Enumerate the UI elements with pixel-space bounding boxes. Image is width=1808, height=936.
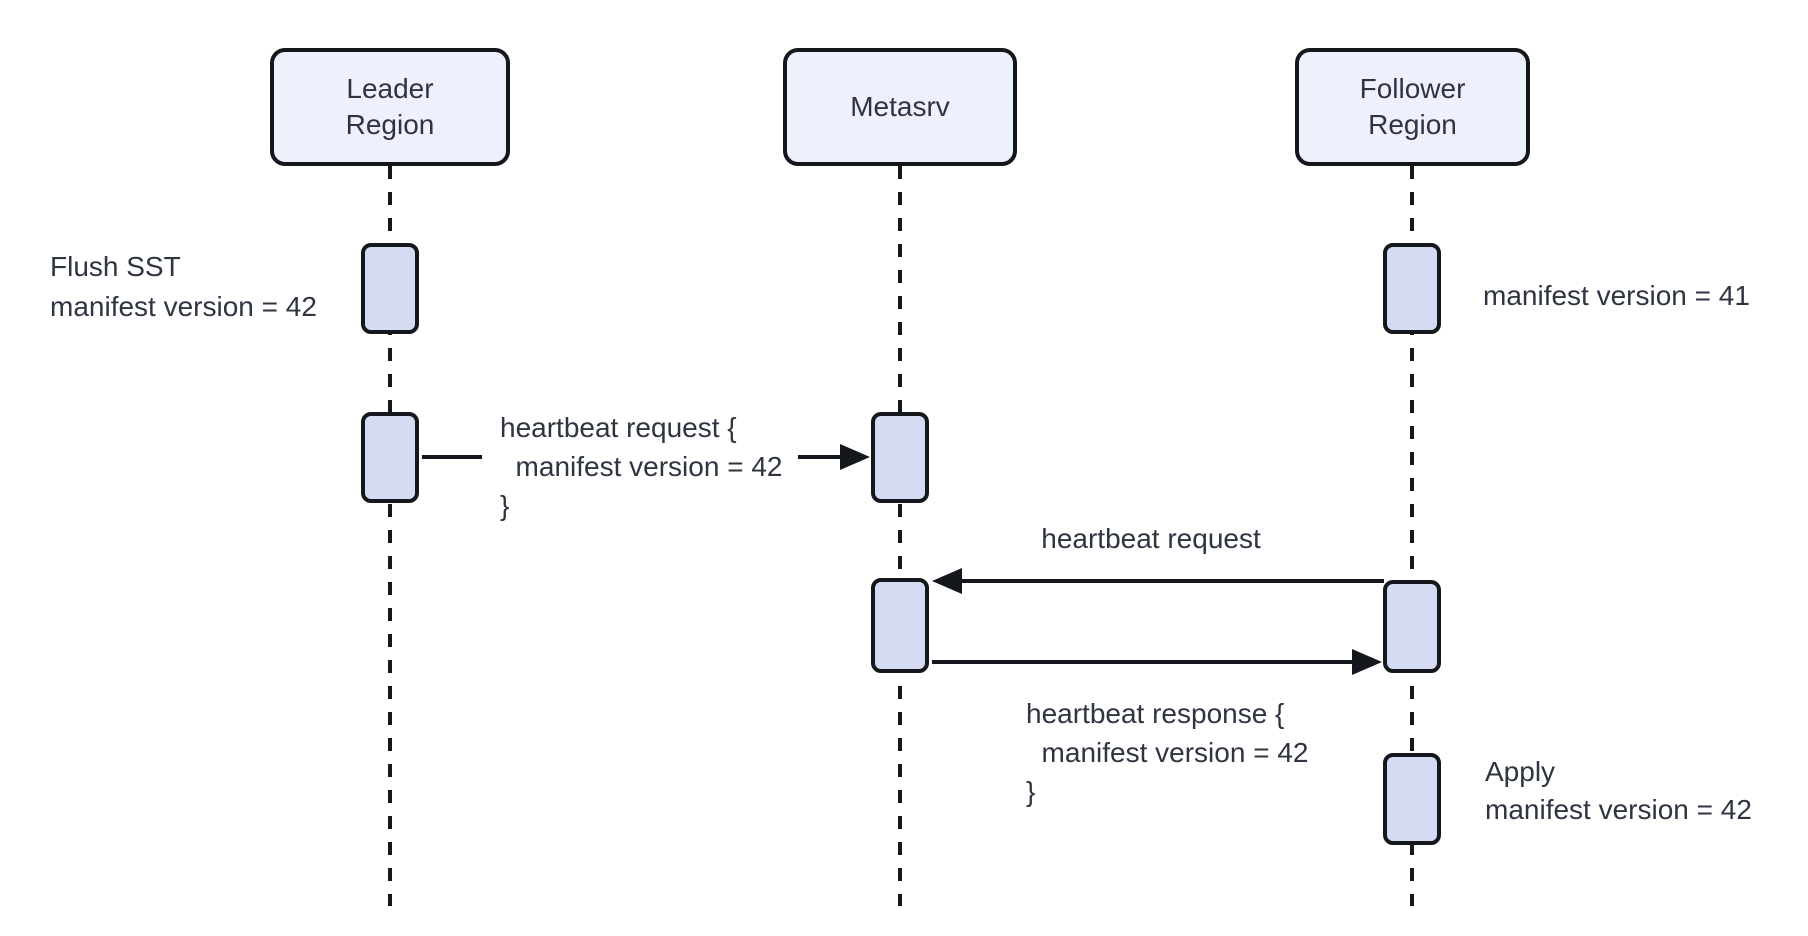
message2-label: heartbeat request bbox=[1041, 523, 1261, 554]
message2-line bbox=[958, 579, 1384, 583]
participant-box-follower-region: Follower Region bbox=[1295, 48, 1530, 166]
message3-line bbox=[932, 660, 1354, 664]
activation-metasrv-heartbeat-leader bbox=[871, 412, 929, 503]
activation-follower-apply bbox=[1383, 753, 1441, 845]
note-flush-sst: Flush SST manifest version = 42 bbox=[50, 251, 317, 322]
lifeline-leader-region bbox=[388, 166, 392, 906]
participant-box-metasrv: Metasrv bbox=[783, 48, 1017, 166]
note-manifest-version-41: manifest version = 41 bbox=[1483, 280, 1750, 311]
message2-arrowhead-icon bbox=[932, 568, 962, 594]
activation-metasrv-heartbeat-follower bbox=[871, 578, 929, 673]
activation-leader-heartbeat bbox=[361, 412, 419, 503]
message1-label: heartbeat request { manifest version = 4… bbox=[500, 412, 783, 521]
message1-line-end bbox=[798, 455, 842, 459]
message1-line-start bbox=[422, 455, 482, 459]
participant-box-leader-region: Leader Region bbox=[270, 48, 510, 166]
activation-follower-version41 bbox=[1383, 243, 1441, 334]
message1-arrowhead-icon bbox=[840, 444, 870, 470]
activation-leader-flush bbox=[361, 243, 419, 334]
message3-arrowhead-icon bbox=[1352, 649, 1382, 675]
note-apply-manifest-42: Apply manifest version = 42 bbox=[1485, 756, 1752, 825]
lifeline-metasrv bbox=[898, 166, 902, 906]
message3-label: heartbeat response { manifest version = … bbox=[1026, 698, 1309, 807]
lifeline-follower-region bbox=[1410, 166, 1414, 906]
activation-follower-heartbeat bbox=[1383, 580, 1441, 673]
